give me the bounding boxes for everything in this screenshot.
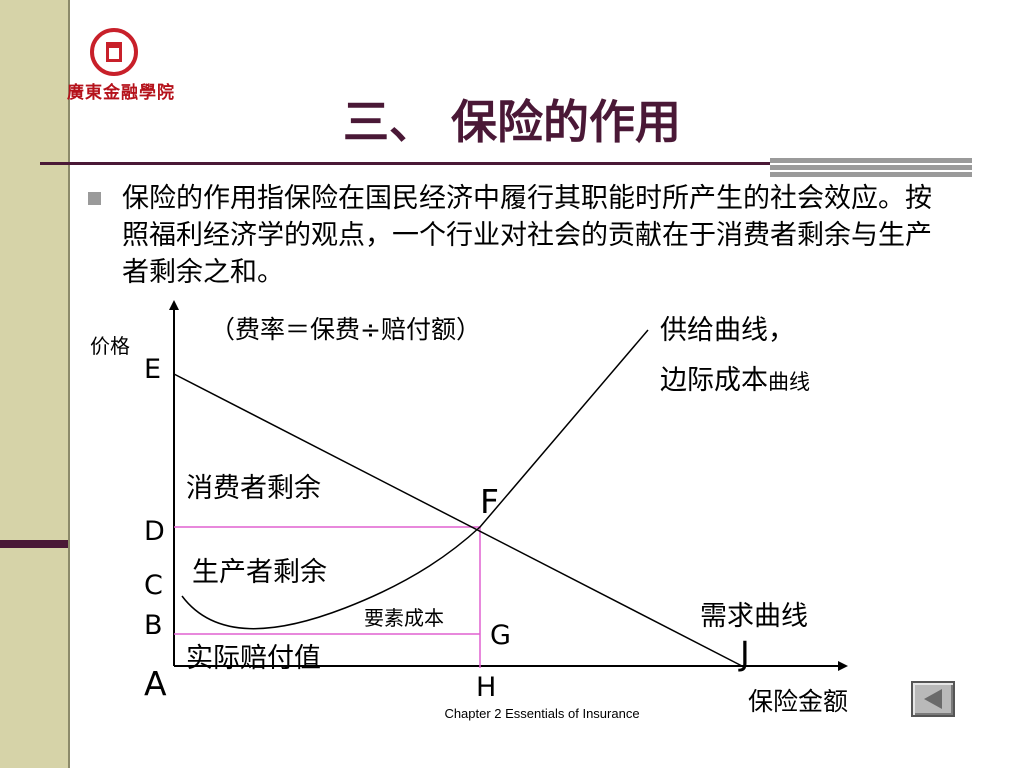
- slide-title: 三、 保险的作用: [342, 95, 681, 149]
- slide-footer: Chapter 2 Essentials of Insurance: [444, 706, 640, 721]
- point-d-label: D: [144, 516, 165, 547]
- point-c-label: C: [144, 570, 163, 601]
- bullet-marker: [88, 192, 101, 205]
- curve-suffix-text: 曲线: [768, 370, 810, 394]
- logo-emblem: [90, 28, 138, 76]
- demand-curve: [173, 373, 743, 667]
- left-bar-divider: [0, 540, 68, 548]
- logo-text: 廣東金融學院: [67, 83, 175, 103]
- x-axis-label: 保险金额: [748, 687, 849, 716]
- point-j-label: J: [740, 634, 750, 673]
- y-axis-label: 价格: [90, 334, 130, 358]
- point-e-label: E: [144, 354, 162, 385]
- bullet-text: 保险的作用指保险在国民经济中履行其职能时所产生的社会效应。按照福利经济学的观点，…: [122, 183, 932, 288]
- title-accent-stripes: [770, 158, 972, 178]
- triangle-left-icon: [924, 689, 942, 709]
- point-h-label: H: [476, 672, 497, 703]
- formula-note: （费率＝保费÷赔付额）: [210, 315, 481, 344]
- title-underline: [40, 162, 970, 165]
- point-f-label: F: [480, 482, 499, 521]
- diagram-canvas: [169, 300, 848, 671]
- left-decor-bar: [0, 0, 70, 768]
- demand-curve-label: 需求曲线: [700, 601, 808, 632]
- point-a-label: A: [144, 664, 167, 703]
- producer-surplus-label: 生产者剩余: [192, 557, 327, 588]
- point-g-label: G: [490, 620, 511, 651]
- school-logo: 廣東金融學院: [66, 28, 176, 104]
- factor-cost-label: 要素成本: [364, 606, 444, 630]
- supply-curve: [181, 329, 649, 630]
- actual-claims-label: 实际赔付值: [186, 643, 321, 674]
- back-button[interactable]: [911, 681, 955, 717]
- surplus-diagram: 价格 保险金额 （费率＝保费÷赔付额） 供给曲线， 边际成本曲线 需求曲线 消费…: [0, 290, 1024, 768]
- marginal-cost-label: 边际成本曲线: [660, 358, 810, 397]
- supply-curve-label: 供给曲线，: [660, 315, 795, 346]
- point-b-label: B: [144, 610, 163, 641]
- marginal-cost-text: 边际成本: [660, 365, 768, 396]
- consumer-surplus-label: 消费者剩余: [186, 473, 321, 504]
